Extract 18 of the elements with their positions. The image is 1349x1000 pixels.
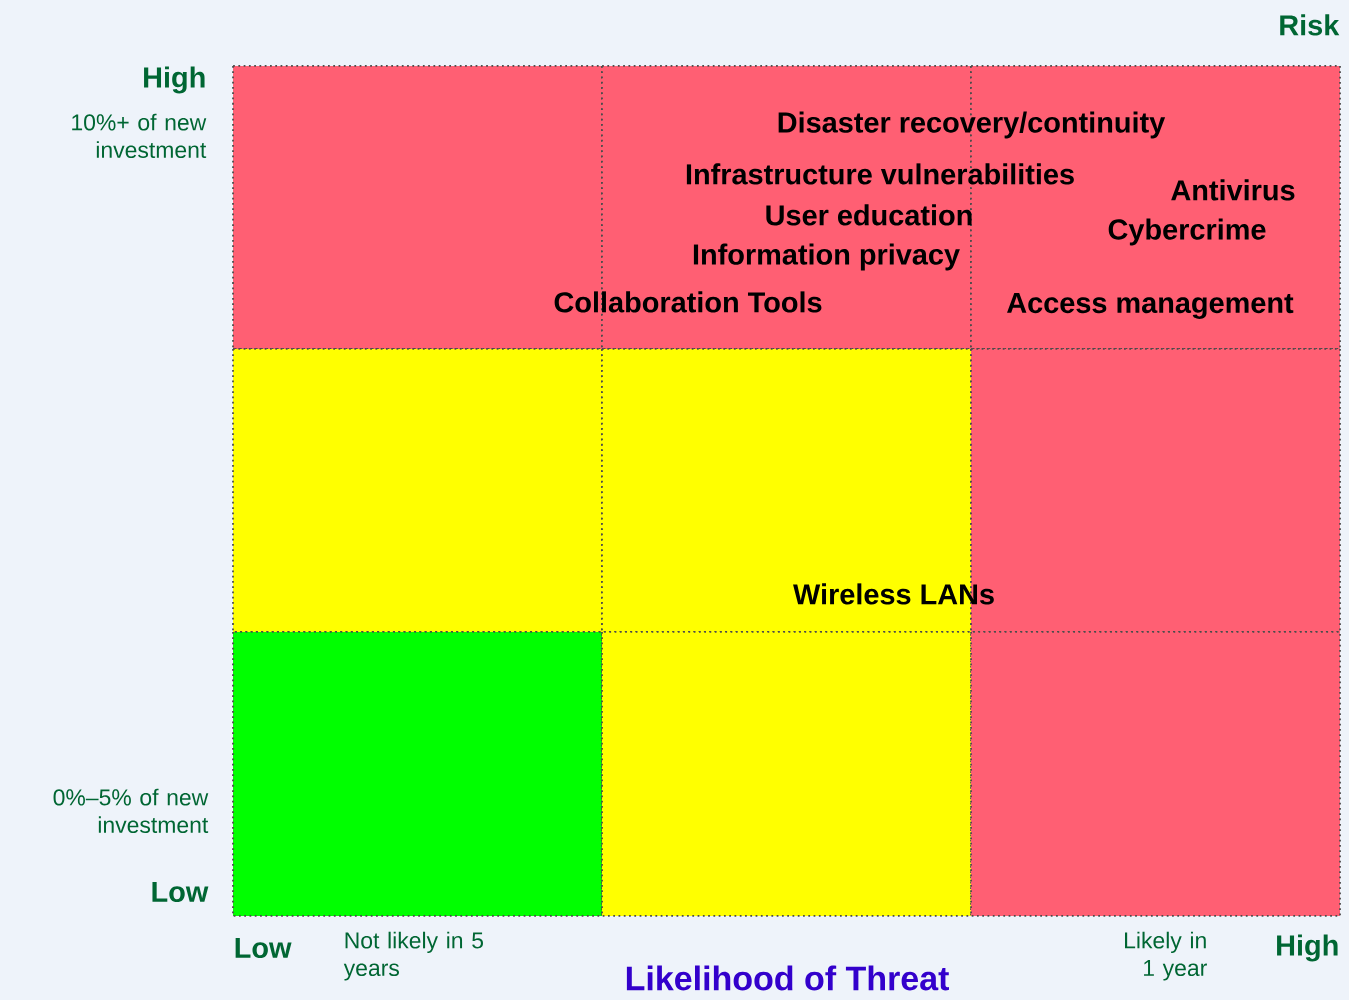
threat-label: Antivirus — [1171, 179, 1295, 201]
axis-end-label: Low — [235, 937, 292, 959]
axis-note: 0%–5% of new investment — [53, 788, 209, 834]
axis-title: Likelihood of Threat — [626, 965, 949, 991]
threat-label: Infrastructure vulnerabilities — [686, 163, 1074, 185]
axis-note: Likely in 1 year — [1125, 931, 1207, 981]
threat-label: Cybercrime — [1108, 218, 1266, 246]
axis-end-label: High — [144, 66, 205, 94]
threat-label: Collaboration Tools — [554, 291, 822, 313]
threat-label: Information privacy — [693, 243, 960, 271]
axis-end-label: Low — [152, 881, 209, 903]
axis-end-label: High — [1277, 934, 1338, 962]
threat-label: Access management — [1007, 292, 1294, 319]
axis-note: 10%+ of new investment — [72, 113, 207, 159]
axis-title: Risk — [1280, 14, 1340, 36]
axis-note: Not likely in 5 years — [343, 931, 483, 981]
threat-label: User education — [766, 204, 972, 226]
threat-label: Disaster recovery/continuity — [778, 111, 1166, 139]
